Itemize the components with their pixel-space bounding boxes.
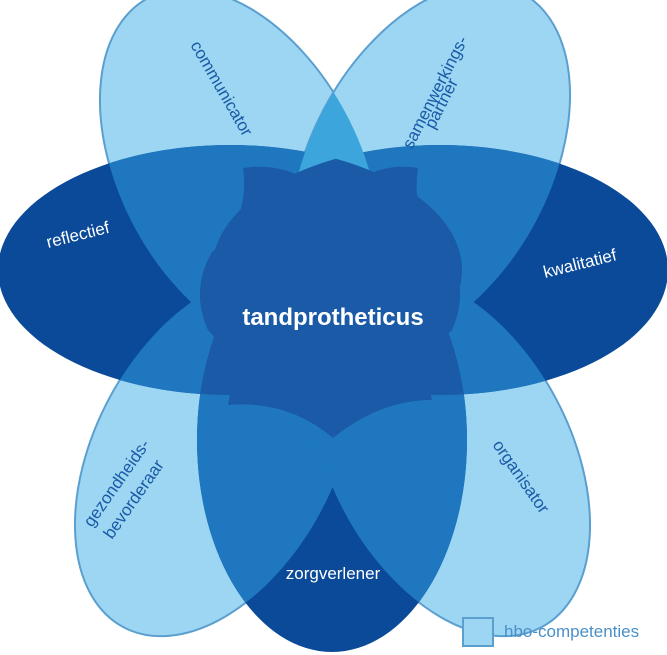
overlap-regions bbox=[74, 0, 591, 637]
legend-label: hbo-competenties bbox=[504, 622, 640, 641]
legend: hbo-competenties bbox=[462, 617, 639, 647]
label-zorgverlener: zorgverlener bbox=[286, 564, 381, 583]
center-star bbox=[199, 166, 461, 438]
legend-swatch bbox=[462, 617, 494, 647]
label-center: tandprotheticus bbox=[242, 304, 423, 331]
